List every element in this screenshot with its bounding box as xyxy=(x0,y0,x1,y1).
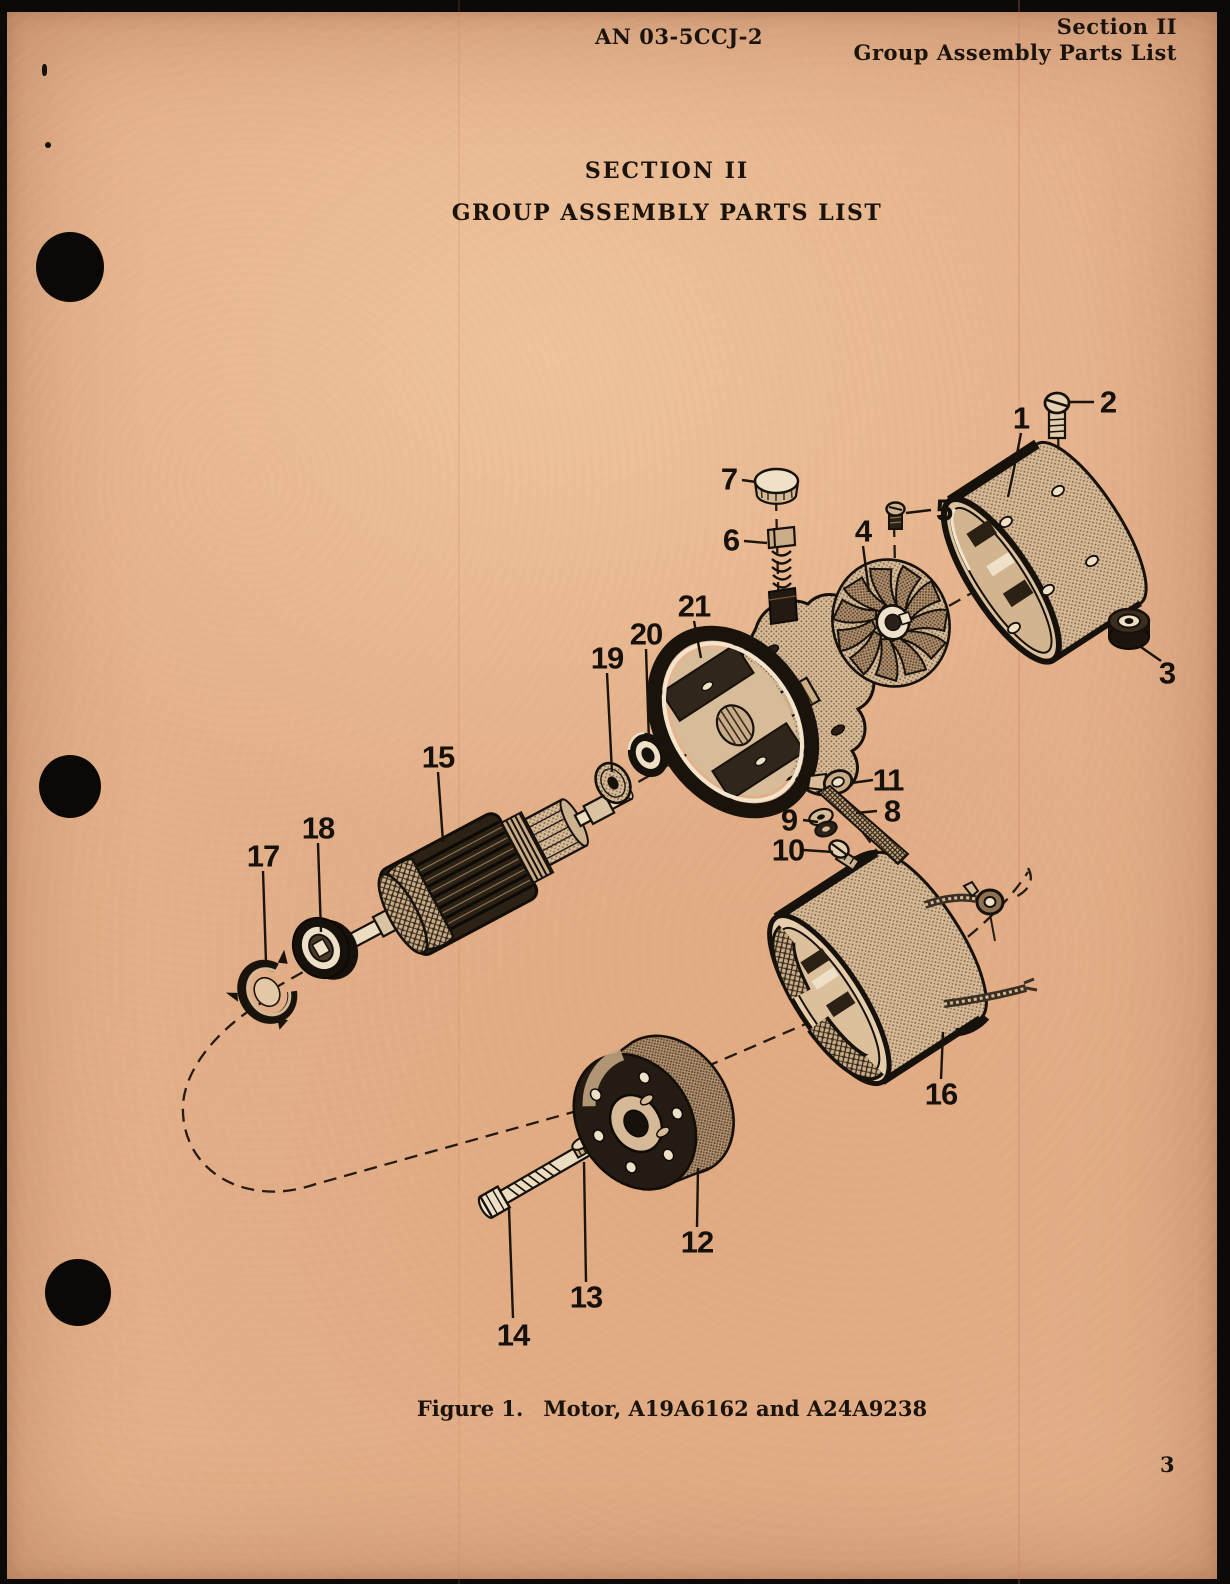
callout-17: 17 xyxy=(246,838,280,874)
header-section: Section II xyxy=(1056,14,1177,39)
cooling-fan xyxy=(830,558,953,688)
terminal-screw xyxy=(828,839,861,872)
band-screw xyxy=(1043,391,1071,440)
header-subtitle: Group Assembly Parts List xyxy=(853,40,1177,65)
fan-screw xyxy=(885,501,906,530)
callout-11: 11 xyxy=(872,762,905,798)
motor-band xyxy=(940,439,1148,665)
callout-16: 16 xyxy=(924,1076,958,1112)
punch-hole xyxy=(36,232,104,302)
brush-and-spring xyxy=(766,525,799,626)
end-frame xyxy=(572,1034,735,1191)
callout-9: 9 xyxy=(780,802,798,838)
figure-caption-number: Figure 1. xyxy=(416,1396,524,1421)
punch-hole xyxy=(45,1259,111,1326)
callout-21: 21 xyxy=(677,588,711,624)
braided-shunt xyxy=(816,784,910,866)
callout-5: 5 xyxy=(935,492,953,528)
callout-8: 8 xyxy=(883,793,901,829)
punch-hole xyxy=(39,755,101,818)
callout-1: 1 xyxy=(1012,400,1030,436)
section-subtitle: GROUP ASSEMBLY PARTS LIST xyxy=(451,200,883,226)
callout-10: 10 xyxy=(771,832,805,868)
thrust-washer xyxy=(594,761,632,805)
ball-bearing xyxy=(291,916,359,980)
ink-speck xyxy=(45,142,51,148)
callout-2: 2 xyxy=(1099,384,1117,420)
lead-ring-terminal xyxy=(962,880,1005,942)
callout-7: 7 xyxy=(720,461,738,497)
callout-leader-lines xyxy=(261,400,1162,1319)
callout-20: 20 xyxy=(629,616,663,652)
callout-18: 18 xyxy=(301,810,335,846)
section-title: SECTION II xyxy=(584,158,750,184)
doc-number: AN 03-5CCJ-2 xyxy=(594,24,764,49)
callout-4: 4 xyxy=(854,513,872,549)
figure-caption-title: Motor, A19A6162 and A24A9238 xyxy=(543,1396,928,1421)
callout-19: 19 xyxy=(590,640,624,676)
brush-cap xyxy=(753,467,800,505)
ink-speck xyxy=(42,64,47,76)
callout-13: 13 xyxy=(569,1279,603,1315)
callout-3: 3 xyxy=(1158,655,1176,691)
callout-6: 6 xyxy=(722,522,740,558)
page-number: 3 xyxy=(1160,1452,1175,1477)
callout-15: 15 xyxy=(421,739,455,775)
field-coil-assembly xyxy=(767,849,1038,1087)
figure-caption: Figure 1. Motor, A19A6162 and A24A9238 xyxy=(114,1396,1230,1421)
callout-14: 14 xyxy=(496,1317,530,1353)
callout-12: 12 xyxy=(680,1224,714,1260)
terminal-washers xyxy=(808,807,838,838)
bearing-retainer xyxy=(225,949,298,1030)
grommet xyxy=(1107,607,1151,650)
